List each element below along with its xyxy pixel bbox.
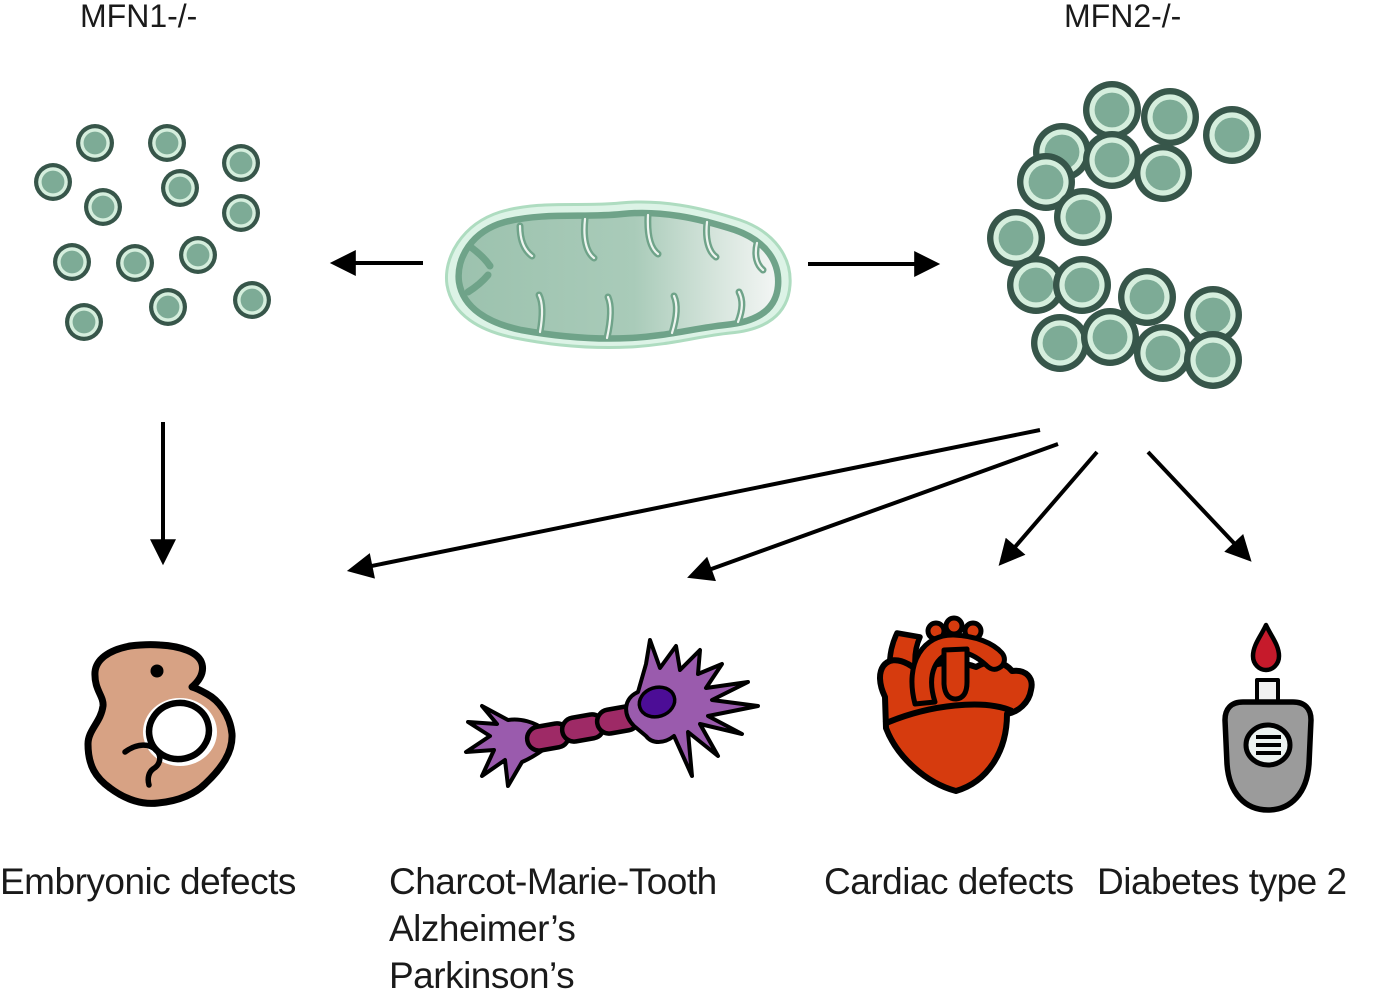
neuron-icon <box>464 638 760 788</box>
mitochondrion-fragment <box>1042 325 1078 361</box>
mitochondrion-fragment <box>1092 319 1128 355</box>
mitochondrion-fragment <box>72 310 96 334</box>
cristae <box>464 211 767 342</box>
arrow-mfn2-to-embryonic <box>346 428 1041 579</box>
mitochondrion-fragment <box>186 243 210 267</box>
mitochondrion-fragment <box>123 251 147 275</box>
mitochondrion-fragment <box>229 201 253 225</box>
mitochondrion-fragment <box>240 288 264 312</box>
mitochondrion-fragment <box>1145 155 1181 191</box>
mitochondrion-fragment <box>1129 279 1165 315</box>
mitochondrion-fragment <box>1195 342 1231 378</box>
mitochondrion-fragment <box>1094 92 1130 128</box>
screen-lines <box>1256 735 1281 755</box>
arrow-mfn2-to-cardiac <box>998 450 1099 566</box>
heart-crease <box>882 701 1014 727</box>
pulmonary-trunk <box>941 646 970 702</box>
mitochondrion-fragment <box>1094 142 1130 178</box>
mitochondrion-fragment <box>1065 199 1101 235</box>
heart-icon <box>877 615 1035 794</box>
glucose-meter-icon <box>1222 622 1314 813</box>
mitochondrion-fragment <box>41 170 65 194</box>
mitochondrion-fragment <box>1018 267 1054 303</box>
axon-terminals <box>464 704 548 788</box>
blood-drop-icon <box>1250 622 1282 673</box>
cardiac-defects-label: Cardiac defects <box>824 861 1074 902</box>
mitochondrion-fragment <box>1064 267 1100 303</box>
soma-and-dendrites <box>624 638 760 778</box>
mitochondrion-fragment <box>168 176 192 200</box>
neuron-nucleus <box>637 685 677 719</box>
arrow-layer <box>150 250 1252 582</box>
mitochondrion-fragment <box>156 295 180 319</box>
yolk-sac <box>145 699 213 763</box>
arrow-mfn2-to-neurological <box>687 442 1059 582</box>
mitochondrion-fragment <box>91 195 115 219</box>
parkinsons-label: Parkinson’s <box>389 955 575 993</box>
mitochondrion-fragment <box>998 220 1034 256</box>
embryo-icon <box>84 641 236 807</box>
mitochondrion-icon <box>444 200 792 350</box>
neurological-diseases-label: Charcot-Marie-Tooth Alzheimer’s Parkinso… <box>389 858 717 993</box>
diabetes-label: Diabetes type 2 <box>1097 861 1347 902</box>
embryo-eye-dot <box>150 664 164 678</box>
aorta-bump <box>943 615 965 637</box>
mitochondrion-fragment <box>155 131 179 155</box>
mitochondrion-fragment <box>60 250 84 274</box>
mitochondrion-fragment <box>1214 117 1250 153</box>
alzheimers-label: Alzheimer’s <box>389 908 576 949</box>
mfn1-label: MFN1-/- <box>80 0 198 34</box>
embryonic-defects-label: Embryonic defects <box>0 861 296 902</box>
charcot-marie-tooth-label: Charcot-Marie-Tooth <box>389 861 717 902</box>
mfn2-label: MFN2-/- <box>1064 0 1182 34</box>
clustered-mitochondria-cluster <box>987 81 1261 389</box>
fragmented-mitochondria-cluster <box>34 124 271 341</box>
mitochondrion-fragment <box>83 131 107 155</box>
arrow-mfn2-to-diabetes <box>1146 450 1252 562</box>
mitochondrion-fragment <box>1145 335 1181 371</box>
mitochondrion-fragment <box>1195 297 1231 333</box>
embryo-tail <box>122 742 163 788</box>
mitochondrion-fragment <box>1028 164 1064 200</box>
mitochondrion-fragment <box>229 151 253 175</box>
mitochondrion-fragment <box>1152 99 1188 135</box>
